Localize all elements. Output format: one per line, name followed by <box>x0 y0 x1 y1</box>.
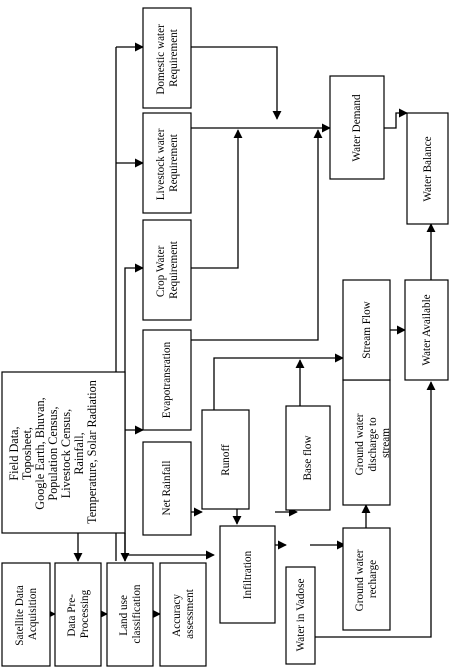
svg-text:Field Data, Toposheet,: Field Data, Toposheet, Google Earth, Bhu… <box>7 380 99 524</box>
node-waterdemand: Water Demand <box>329 75 385 180</box>
node-accuracy: Accuracy assessment <box>159 562 207 667</box>
svg-text:Stream Flow: Stream Flow <box>361 300 373 358</box>
node-fielddata: Field Data, Toposheet, Google Earth, Bhu… <box>1 371 126 534</box>
svg-text:Ground water discharge t: Ground water discharge to stream <box>354 411 392 476</box>
satellite-line1: Satellite Data <box>14 585 26 646</box>
edge-domestic-demand <box>191 46 282 120</box>
node-gwrecharge: Ground water recharge <box>342 527 391 631</box>
svg-text:Net Rainfall: Net Rainfall <box>161 461 173 516</box>
edge-vadose-available <box>312 381 436 638</box>
edge-crop-demand <box>191 129 243 269</box>
svg-text:Domestic water Requireme: Domestic water Requirement <box>155 21 180 94</box>
node-netrainfall: Net Rainfall <box>142 441 192 536</box>
node-vadose: Water in Vadose <box>285 566 316 665</box>
svg-text:Land use classification: Land use classification <box>118 584 143 643</box>
svg-text:Infiltration: Infiltration <box>242 550 254 599</box>
svg-text:Runoff: Runoff <box>220 444 232 476</box>
satellite-line2: Acquisition <box>27 587 39 640</box>
node-baseflow: Base flow <box>285 405 331 511</box>
edge-runoff-streamflow <box>213 353 344 410</box>
svg-text:Crop Water Requirement: Crop Water Requirement <box>155 240 180 299</box>
node-wateravailable: Water Available <box>404 279 449 381</box>
node-streamflow: Stream Flow <box>342 279 391 381</box>
node-waterbalance: Water Balance <box>406 112 449 225</box>
svg-text:Water in Vadose: Water in Vadose <box>295 579 307 652</box>
svg-text:Data Pre- Processing: Data Pre- Processing <box>66 589 91 638</box>
svg-text:Satellite Data Acquisiti: Satellite Data Acquisition <box>14 582 39 645</box>
node-livestock: Livestock water Requirement <box>142 112 192 214</box>
svg-text:Base flow: Base flow <box>302 435 314 481</box>
edge-bus-crop <box>124 263 144 561</box>
edge-demand-balance <box>384 108 408 129</box>
svg-text:Water Available: Water Available <box>421 294 433 365</box>
svg-text:Evapotransration: Evapotransration <box>161 341 173 418</box>
svg-text:Ground water recharge: Ground water recharge <box>354 547 379 612</box>
svg-text:Water Balance: Water Balance <box>422 136 434 201</box>
edge-evapo-demand <box>191 129 323 341</box>
svg-text:Water Demand: Water Demand <box>351 94 363 162</box>
node-infiltration: Infiltration <box>219 525 276 624</box>
node-satellite: Satellite Data Acquisition <box>1 562 51 667</box>
node-domestic: Domestic water Requirement <box>142 7 192 109</box>
node-landuse: Land use classification <box>106 562 154 667</box>
svg-text:Accuracy assessment: Accuracy assessment <box>171 588 196 639</box>
node-gwdischarge: Ground water discharge to stream <box>342 379 392 506</box>
node-runoff: Runoff <box>201 409 250 510</box>
svg-text:Livestock water Requirem: Livestock water Requirement <box>155 126 180 201</box>
node-crop: Crop Water Requirement <box>142 219 192 321</box>
node-evapo: Evapotransration <box>142 329 192 431</box>
node-preprocessing: Data Pre- Processing <box>54 562 102 667</box>
